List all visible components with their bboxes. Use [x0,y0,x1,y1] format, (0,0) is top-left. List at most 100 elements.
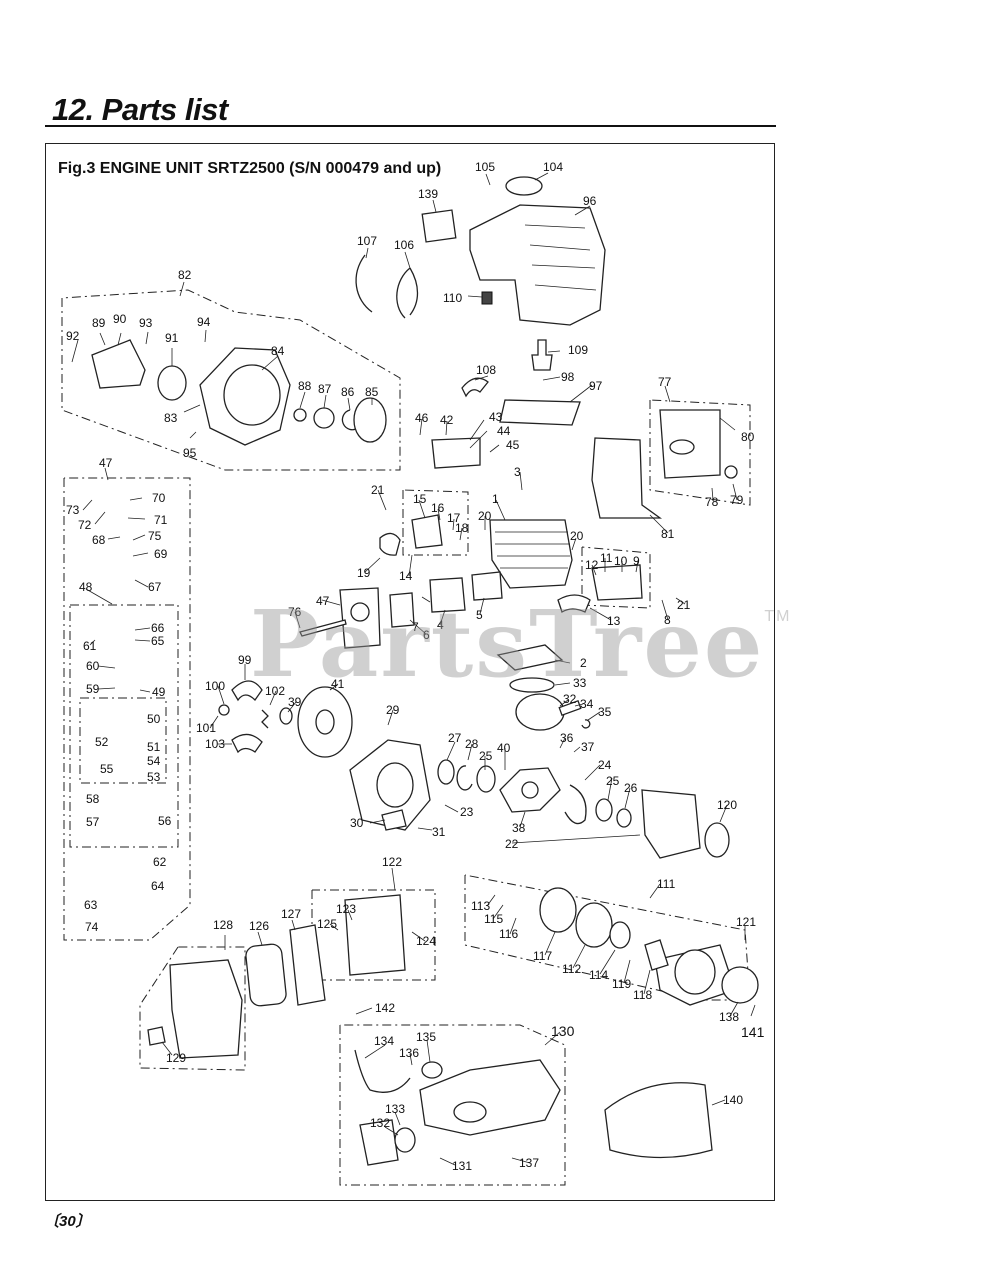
callout-119: 119 [612,977,631,991]
callout-25-left: 25 [479,749,493,763]
callout-32: 32 [563,692,577,706]
group-8-outline [581,546,651,609]
callout-5: 5 [476,608,483,622]
callout-7: 7 [412,620,419,634]
callout-46: 46 [415,411,429,425]
pipe-108 [461,377,489,398]
callout-108: 108 [476,363,496,377]
page-number: 〔30〕 [44,1213,91,1230]
gasket-97 [499,399,581,426]
grip-118 [644,939,669,971]
callout-12: 12 [585,558,599,572]
callout-138: 138 [719,1010,739,1024]
callout-37: 37 [581,740,595,754]
callout-132: 132 [370,1116,390,1130]
callout-69: 69 [154,547,168,561]
clutch-shoe-103 [231,733,263,754]
callout-86: 86 [341,385,355,399]
callout-114: 114 [589,968,608,982]
callout-62: 62 [153,855,167,869]
callout-38: 38 [512,821,526,835]
callout-142: 142 [375,1001,395,1015]
callout-21-lower: 21 [677,598,691,612]
callout-129: 129 [166,1051,186,1065]
intake-pipe-13 [557,594,591,613]
callout-87: 87 [318,382,332,396]
bearing-25b [595,798,613,822]
bolt-79 [724,465,738,479]
callout-77: 77 [658,375,672,389]
pulley-112 [575,902,613,948]
group-48-outline [69,604,179,848]
piston-32 [515,693,565,731]
cylinder-1 [489,519,573,589]
callout-93: 93 [139,316,153,330]
callout-50: 50 [147,712,161,726]
callout-55: 55 [100,762,114,776]
label-139 [421,209,457,243]
bracket-8 [591,564,643,601]
callout-123: 123 [336,902,356,916]
crankshaft-38 [499,767,561,813]
callout-106: 106 [394,238,414,252]
crankcase-22 [349,739,431,831]
callout-124: 124 [416,934,436,948]
callout-57: 57 [86,815,100,829]
ring-88 [293,408,307,422]
washer-100 [218,704,230,716]
callout-79: 79 [730,493,744,507]
callout-82: 82 [178,268,192,282]
group-130-outline [339,1024,566,1186]
callout-97: 97 [589,379,603,393]
plate-127 [289,924,326,1006]
callout-104: 104 [543,160,563,174]
callout-36: 36 [560,731,574,745]
plate-138 [721,966,759,1004]
clip-35 [581,719,591,729]
callout-6: 6 [423,628,430,642]
guard-140 [604,1082,713,1159]
callout-100: 100 [205,679,225,693]
callout-112: 112 [562,962,581,976]
callout-135: 135 [416,1030,436,1044]
spark-plug-109 [531,339,553,371]
callout-126: 126 [249,919,269,933]
callout-15: 15 [413,492,427,506]
callout-41: 41 [331,677,345,691]
callout-115: 115 [484,912,503,926]
callout-120: 120 [717,798,737,812]
bolt-76 [299,619,347,637]
callout-75: 75 [148,529,162,543]
callout-66: 66 [151,621,165,635]
callout-13: 13 [607,614,621,628]
callout-122: 122 [382,855,402,869]
callout-29: 29 [386,703,400,717]
callout-131: 131 [452,1159,472,1173]
callout-25-right: 25 [606,774,620,788]
clamp-30 [381,809,407,831]
callout-24: 24 [598,758,612,772]
callout-40: 40 [497,741,511,755]
recoil-starter-111 [654,944,736,1006]
group-77-outline [649,399,751,506]
tank-cap-131 [359,1119,399,1166]
bearing-87 [313,407,335,429]
callout-70: 70 [152,491,166,505]
callout-2: 2 [580,656,587,670]
callout-14: 14 [399,569,413,583]
callout-1: 1 [492,492,499,506]
recoil-cover-96 [469,204,606,326]
spring-117 [539,887,577,933]
group-111-outline [464,874,751,1001]
callout-19: 19 [357,566,371,580]
callout-39: 39 [288,695,302,709]
callout-31: 31 [432,825,446,839]
heading-rule [45,125,776,127]
callout-110: 110 [443,291,462,305]
bearing-25a [476,765,496,793]
callout-65: 65 [151,634,165,648]
callout-45: 45 [506,438,520,452]
callout-34: 34 [580,697,594,711]
callout-127: 127 [281,907,301,921]
